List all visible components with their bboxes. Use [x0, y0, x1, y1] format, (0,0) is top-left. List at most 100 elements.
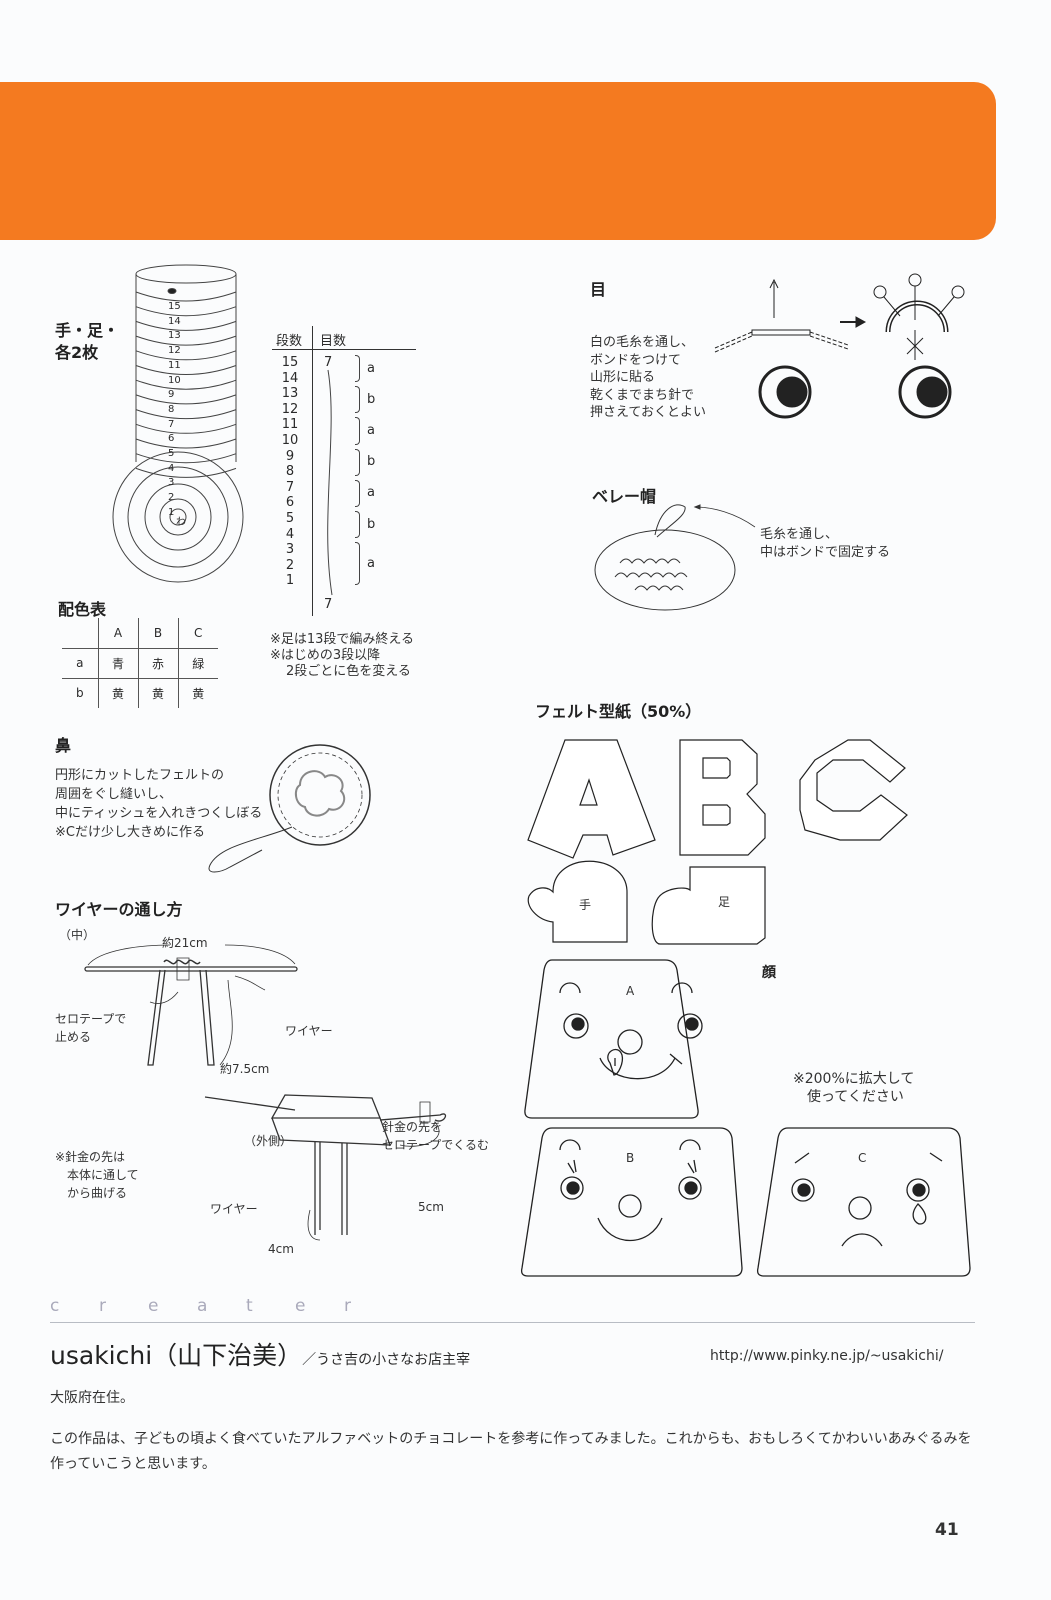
group-label: a	[367, 422, 375, 438]
header-banner	[0, 82, 996, 240]
cell: 黄	[177, 677, 218, 708]
brace-icon	[355, 417, 360, 445]
heading-letter: e	[295, 1296, 306, 1316]
line: 針金の先を	[382, 1120, 443, 1134]
cell: 赤	[137, 647, 179, 679]
group-label: b	[367, 391, 376, 407]
face-c-shape	[758, 1128, 970, 1276]
row-number: 13	[281, 386, 299, 402]
heading-letter: c	[50, 1296, 60, 1316]
face-b-shape	[522, 1128, 742, 1276]
face-c-label: C	[858, 1151, 867, 1165]
row-number: 1	[285, 573, 295, 589]
face-a-label: A	[626, 984, 635, 998]
felt-pattern-title: フェルト型紙（50%）	[535, 702, 702, 721]
face-a-shape	[525, 960, 698, 1118]
row-number: 15	[281, 355, 299, 370]
wire-title: ワイヤーの通し方	[55, 900, 183, 919]
coil-row-number: 7	[168, 418, 175, 430]
creator-residence: 大阪府在住。	[50, 1390, 134, 1406]
brace-icon	[355, 511, 360, 539]
line: 押さえておくとよい	[590, 405, 706, 420]
line: ※針金の先は	[55, 1150, 126, 1164]
coil-row-number: 1	[168, 506, 175, 518]
table-divider	[312, 326, 313, 616]
note: ※はじめの3段以降	[270, 648, 381, 663]
heading-letter: e	[148, 1296, 159, 1316]
row-label: a	[62, 647, 99, 679]
creator-name: usakichi（山下治美）	[50, 1341, 303, 1370]
nose-diagram	[200, 745, 360, 885]
beret-diagram	[595, 495, 875, 615]
cell: 青	[97, 647, 139, 679]
coil-row-number: 15	[168, 301, 181, 312]
beret-title: ベレー帽	[592, 487, 657, 506]
row-number: 8	[285, 464, 295, 480]
wire-label-2: ワイヤー	[210, 1202, 258, 1216]
letter-a-shape	[528, 740, 655, 858]
row-number: 5	[285, 510, 295, 526]
nose-instructions: 円形にカットしたフェルトの周囲をぐし縫いし、中にティッシュを入れきつくしぼる※C…	[55, 766, 262, 842]
crochet-chart-diagram	[110, 262, 260, 592]
header-stitches: 目数	[320, 334, 347, 349]
color-group: a	[355, 355, 379, 386]
col-header: A	[97, 618, 139, 649]
line: 山形に貼る	[590, 370, 656, 385]
cell: 黄	[97, 677, 139, 708]
coil-row-number: 13	[168, 330, 181, 342]
col-header: B	[137, 618, 179, 649]
stitch-count-bottom: 7	[324, 597, 333, 612]
line: 毛糸を通し、	[760, 527, 839, 542]
row-table-header: 段数 目数	[272, 330, 416, 350]
tape-tip-note: 針金の先をセロテープでくるむ	[382, 1118, 489, 1154]
color-group: a	[355, 479, 379, 511]
letter-c-shape	[800, 740, 907, 840]
length-5cm: 5cm	[418, 1200, 444, 1214]
coil-band	[136, 351, 236, 360]
page-number: 41	[935, 1520, 959, 1540]
length-4cm: 4cm	[268, 1242, 294, 1256]
line: 止める	[55, 1030, 92, 1044]
group-label: b	[367, 454, 376, 470]
foot-label: 足	[718, 895, 731, 909]
coil-row-number: 2	[168, 492, 175, 504]
line: セロテープで	[55, 1012, 127, 1026]
coil-row-number: 14	[168, 315, 181, 327]
group-label: a	[367, 555, 375, 571]
line: 白の毛糸を通し、	[590, 335, 695, 350]
hands-feet-title: 手・足・ 各2枚	[55, 320, 119, 364]
creator-name-line: usakichi（山下治美）／うさ吉の小さなお店主宰	[50, 1336, 470, 1372]
row-number: 4	[285, 526, 295, 542]
coil-row-number: 4	[168, 462, 175, 474]
line: 中はボンドで固定する	[760, 545, 891, 560]
coil-center-label: わ	[176, 517, 186, 528]
felt-pattern-shapes	[525, 730, 945, 950]
line: 周囲をぐし縫いし、	[55, 787, 173, 802]
line: 中にティッシュを入れきつくしぼる	[55, 806, 263, 821]
line: ※Cだけ少し大きめに作る	[55, 825, 205, 840]
coil-band	[136, 439, 236, 448]
divider	[50, 1322, 975, 1323]
coil-band	[136, 292, 236, 301]
wire-label: ワイヤー	[285, 1024, 333, 1038]
brace-icon	[355, 355, 360, 383]
nose-title: 鼻	[55, 736, 72, 755]
heading-letter: r	[344, 1296, 351, 1316]
row-number: 14	[281, 370, 299, 386]
group-label: b	[367, 516, 376, 532]
creator-url[interactable]: http://www.pinky.ne.jp/~usakichi/	[710, 1348, 944, 1364]
row-number: 3	[285, 542, 295, 558]
col-header: C	[177, 618, 218, 649]
coil-band	[136, 424, 236, 433]
row-number: 11	[281, 417, 299, 433]
coil-row-number: 12	[168, 345, 181, 357]
wire-tip-note: ※針金の先は本体に通してから曲げる	[55, 1148, 139, 1202]
row-notes: ※足は13段で編み終える ※はじめの3段以降 2段ごとに色を変える	[270, 632, 414, 680]
coil-band	[136, 454, 236, 463]
coil-row-number: 9	[168, 389, 175, 401]
color-group: b	[355, 511, 379, 542]
title-line: 各2枚	[55, 343, 99, 362]
